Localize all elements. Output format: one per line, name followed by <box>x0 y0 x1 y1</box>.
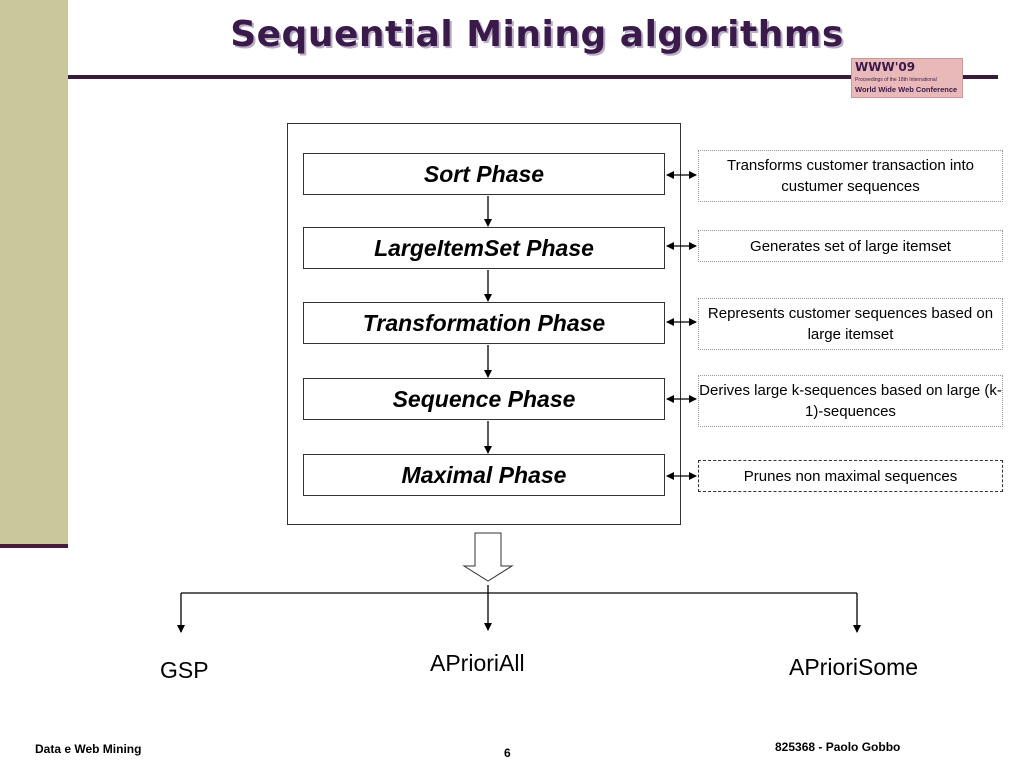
desc-box-transformation: Represents customer sequences based on l… <box>698 298 1003 350</box>
title-rule <box>68 75 998 79</box>
desc-box-maximal: Prunes non maximal sequences <box>698 460 1003 492</box>
logo-title: WWW'09 <box>855 60 916 74</box>
hollow-down-arrow <box>462 532 514 582</box>
sidebar-band <box>0 0 68 546</box>
algorithm-apriorisome: APrioriSome <box>789 654 919 680</box>
www09-logo: WWW'09 Proceedings of the 18th Internati… <box>851 58 963 98</box>
footer-page-number: 6 <box>504 746 511 760</box>
logo-conference: World Wide Web Conference <box>855 85 958 94</box>
phase-box-sort: Sort Phase <box>303 153 665 195</box>
logo-subtitle: Proceedings of the 18th International <box>855 77 937 83</box>
phase-box-transformation: Transformation Phase <box>303 302 665 344</box>
phase-box-maximal: Maximal Phase <box>303 454 665 496</box>
sidebar-rule <box>0 544 68 548</box>
phase-box-largeitemset: LargeItemSet Phase <box>303 227 665 269</box>
footer-course: Data e Web Mining <box>35 742 142 756</box>
desc-box-largeitemset: Generates set of large itemset <box>698 230 1003 262</box>
slide-title: Sequential Mining algorithms <box>230 14 844 55</box>
phase-box-sequence: Sequence Phase <box>303 378 665 420</box>
desc-box-sequence: Derives large k-sequences based on large… <box>698 375 1003 427</box>
footer-author: 825368 - Paolo Gobbo <box>775 740 901 754</box>
desc-box-sort: Transforms customer transaction into cus… <box>698 150 1003 202</box>
algorithm-gsp: GSP <box>160 657 209 683</box>
algorithm-apriorall: APrioriAll <box>430 650 525 676</box>
